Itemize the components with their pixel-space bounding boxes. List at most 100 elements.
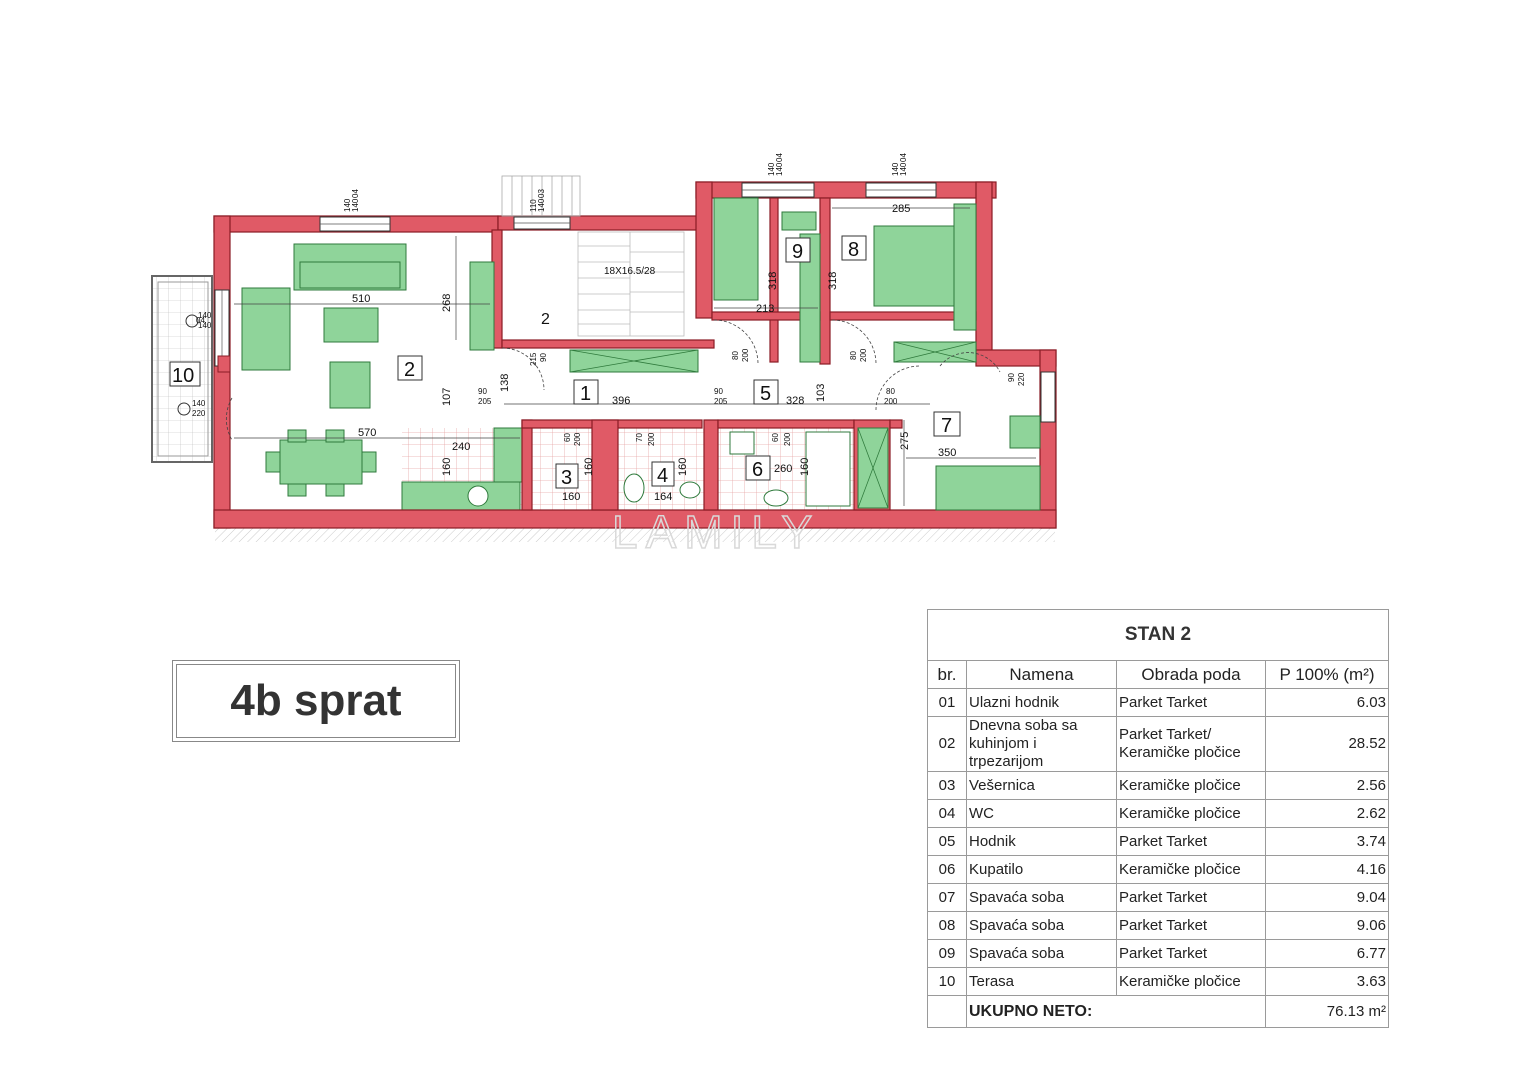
stair-label: 18X16.5/28 xyxy=(604,266,656,277)
floor-finish: Parket Tarket xyxy=(1116,939,1266,968)
dimension-text: 213 xyxy=(756,303,774,315)
opening-text: 70 xyxy=(635,433,644,442)
opening-text: 04 xyxy=(351,189,360,198)
room-name: WC xyxy=(966,799,1117,828)
table-row: 01 Ulazni hodnik Parket Tarket 6.03 xyxy=(927,688,1389,717)
opening-text: 215 xyxy=(529,352,538,366)
room-name: Kupatilo xyxy=(966,855,1117,884)
total-row: UKUPNO NETO: 76.13 m² xyxy=(927,995,1389,1028)
floor-label-box: 4b sprat xyxy=(172,660,460,742)
opening-text: 60 xyxy=(771,433,780,442)
sanitary xyxy=(177,314,851,507)
opening-text: 140 xyxy=(775,162,784,176)
room-area: 6.03 xyxy=(1265,688,1389,717)
room-number: 2 xyxy=(541,311,550,328)
room-area: 4.16 xyxy=(1265,855,1389,884)
dimension-text: 510 xyxy=(352,293,370,305)
room-number: 8 xyxy=(848,239,859,261)
opening-text: 200 xyxy=(741,348,750,362)
row-number: 02 xyxy=(927,716,967,772)
dimension-text: 318 xyxy=(827,272,839,290)
opening-text: 80 xyxy=(731,351,740,360)
opening-text: 140 xyxy=(351,198,360,212)
room-area: 3.74 xyxy=(1265,827,1389,856)
opening-text: 200 xyxy=(859,348,868,362)
floor-finish: Parket Tarket/ Keramičke pločice xyxy=(1116,716,1266,772)
floor-finish: Keramičke pločice xyxy=(1116,771,1266,800)
room-area: 3.63 xyxy=(1265,967,1389,996)
table-row: 03 Vešernica Keramičke pločice 2.56 xyxy=(927,771,1389,800)
room-number: 5 xyxy=(760,383,771,405)
dimension-text: 396 xyxy=(612,395,630,407)
opening-text: 200 xyxy=(573,432,582,446)
room-number: 7 xyxy=(941,415,952,437)
opening-text: 140 xyxy=(192,399,206,408)
opening-text: 140 xyxy=(899,162,908,176)
dimension-text: 138 xyxy=(499,374,511,392)
dimension-text: 350 xyxy=(938,447,956,459)
opening-text: 220 xyxy=(1017,372,1026,386)
opening-text: 90 xyxy=(714,387,723,396)
dimension-text: 107 xyxy=(441,388,453,406)
room-number-boxes xyxy=(169,235,961,489)
row-number: 04 xyxy=(927,799,967,828)
dimension-text: 318 xyxy=(767,272,779,290)
room-number: 10 xyxy=(172,365,194,387)
room-area: 9.04 xyxy=(1265,883,1389,912)
opening-text: 80 xyxy=(886,387,895,396)
dimension-text: 240 xyxy=(452,441,470,453)
table-row: 09 Spavaća soba Parket Tarket 6.77 xyxy=(927,939,1389,968)
dimension-text: 285 xyxy=(892,203,910,215)
dimension-text: 260 xyxy=(774,463,792,475)
opening-text: 140 xyxy=(891,162,900,176)
room-name: Spavaća soba xyxy=(966,883,1117,912)
area-table: STAN 2 br. Namena Obrada poda P 100% (m²… xyxy=(927,609,1389,1028)
opening-text: 80 xyxy=(849,351,858,360)
dimension-text: 164 xyxy=(654,491,672,503)
ground-hatch xyxy=(215,528,1055,542)
floor-finish: Keramičke pločice xyxy=(1116,855,1266,884)
floor-finish: Parket Tarket xyxy=(1116,911,1266,940)
table-row: 07 Spavaća soba Parket Tarket 9.04 xyxy=(927,883,1389,912)
opening-text: 200 xyxy=(647,432,656,446)
opening-text: 200 xyxy=(884,397,898,406)
table-row: 08 Spavaća soba Parket Tarket 9.06 xyxy=(927,911,1389,940)
column-header: Obrada poda xyxy=(1116,660,1266,689)
opening-text: 04 xyxy=(775,153,784,162)
room-area: 2.62 xyxy=(1265,799,1389,828)
table-row: 05 Hodnik Parket Tarket 3.74 xyxy=(927,827,1389,856)
opening-text: 90 xyxy=(539,353,548,362)
room-number: 6 xyxy=(752,459,763,481)
table-row: 04 WC Keramičke pločice 2.62 xyxy=(927,799,1389,828)
opening-text: 140 xyxy=(767,162,776,176)
stair-rail xyxy=(501,175,581,217)
opening-text: 110 xyxy=(529,199,538,212)
table-row: 06 Kupatilo Keramičke pločice 4.16 xyxy=(927,855,1389,884)
watermark-text: LAMILY xyxy=(612,506,820,558)
table-title: STAN 2 xyxy=(927,609,1389,661)
row-number: 10 xyxy=(927,967,967,996)
table-row: 02 Dnevna soba sa kuhinjom i trpezarijom… xyxy=(927,716,1389,772)
room-area: 28.52 xyxy=(1265,716,1389,772)
room-name: Dnevna soba sa kuhinjom i trpezarijom xyxy=(966,716,1117,772)
opening-text: 03 xyxy=(537,189,546,198)
table-row: 10 Terasa Keramičke pločice 3.63 xyxy=(927,967,1389,996)
opening-text: 140 xyxy=(537,198,546,212)
row-number: 03 xyxy=(927,771,967,800)
opening-text: 140 xyxy=(198,321,212,330)
room-number: 3 xyxy=(561,467,572,489)
floor-finish: Parket Tarket xyxy=(1116,688,1266,717)
room-number: 1 xyxy=(580,383,591,405)
room-name: Vešernica xyxy=(966,771,1117,800)
room-area: 9.06 xyxy=(1265,911,1389,940)
row-number: 07 xyxy=(927,883,967,912)
column-header: br. xyxy=(927,660,967,689)
room-name: Hodnik xyxy=(966,827,1117,856)
opening-text: 90 xyxy=(478,387,487,396)
dimension-text: 160 xyxy=(583,458,595,476)
floor-finish: Parket Tarket xyxy=(1116,883,1266,912)
row-number: 05 xyxy=(927,827,967,856)
opening-text: 60 xyxy=(563,433,572,442)
row-number: 01 xyxy=(927,688,967,717)
dimension-text: 570 xyxy=(358,427,376,439)
